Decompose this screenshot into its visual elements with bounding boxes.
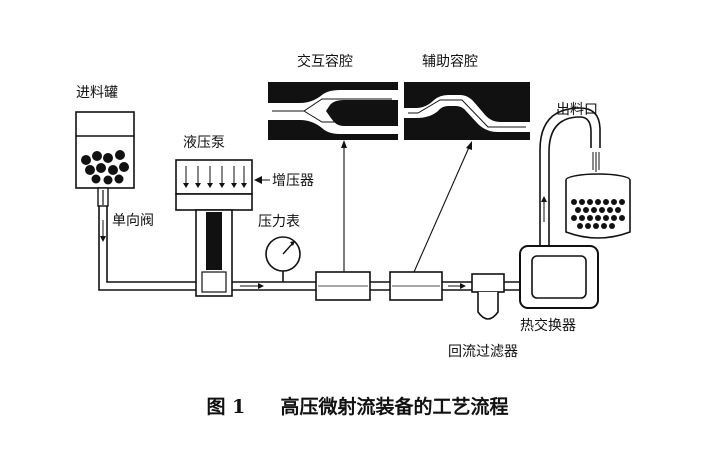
flow-arrow-icon: [541, 196, 547, 222]
product-particles-icon: [571, 199, 625, 229]
flow-arrow-icon: [100, 220, 106, 242]
collection-beaker: [565, 173, 631, 239]
outflow-drops-icon: [592, 152, 600, 172]
check-valve: [97, 187, 109, 207]
feed-tank: [75, 111, 135, 189]
label-interaction-chamber: 交互容腔: [297, 53, 353, 70]
label-outlet: 出料口: [556, 102, 598, 118]
hydraulic-pump: [175, 159, 253, 297]
figure-caption: 图 1 高压微射流装备的工艺流程: [0, 392, 715, 419]
flow-arrow-icon: [240, 283, 264, 289]
pointer-line: [413, 144, 471, 273]
auxiliary-chamber-detail: [404, 82, 530, 140]
label-hydraulic-pump: 液压泵: [183, 135, 225, 151]
label-heat-exchanger: 热交换器: [520, 317, 576, 334]
caption-number: 图 1: [206, 396, 246, 418]
caption-title: 高压微射流装备的工艺流程: [280, 396, 509, 418]
heat-exchanger: [519, 245, 599, 309]
label-feed-tank: 进料罐: [76, 85, 118, 101]
interaction-chamber-unit: [315, 271, 371, 301]
label-return-filter: 回流过滤器: [448, 344, 518, 360]
return-filter: [471, 273, 505, 320]
feed-particles-icon: [81, 150, 129, 185]
flow-arrow-icon: [448, 283, 466, 289]
down-arrows-icon: [185, 166, 245, 184]
label-intensifier: 增压器: [272, 173, 314, 189]
intensifier-pointer: [254, 176, 270, 184]
interaction-chamber-detail: [268, 82, 398, 140]
auxiliary-chamber-unit: [389, 271, 443, 301]
label-auxiliary-chamber: 辅助容腔: [422, 53, 478, 70]
label-check-valve: 单向阀: [112, 213, 154, 229]
pressure-gauge: [265, 236, 301, 282]
label-pressure-gauge: 压力表: [258, 214, 300, 230]
